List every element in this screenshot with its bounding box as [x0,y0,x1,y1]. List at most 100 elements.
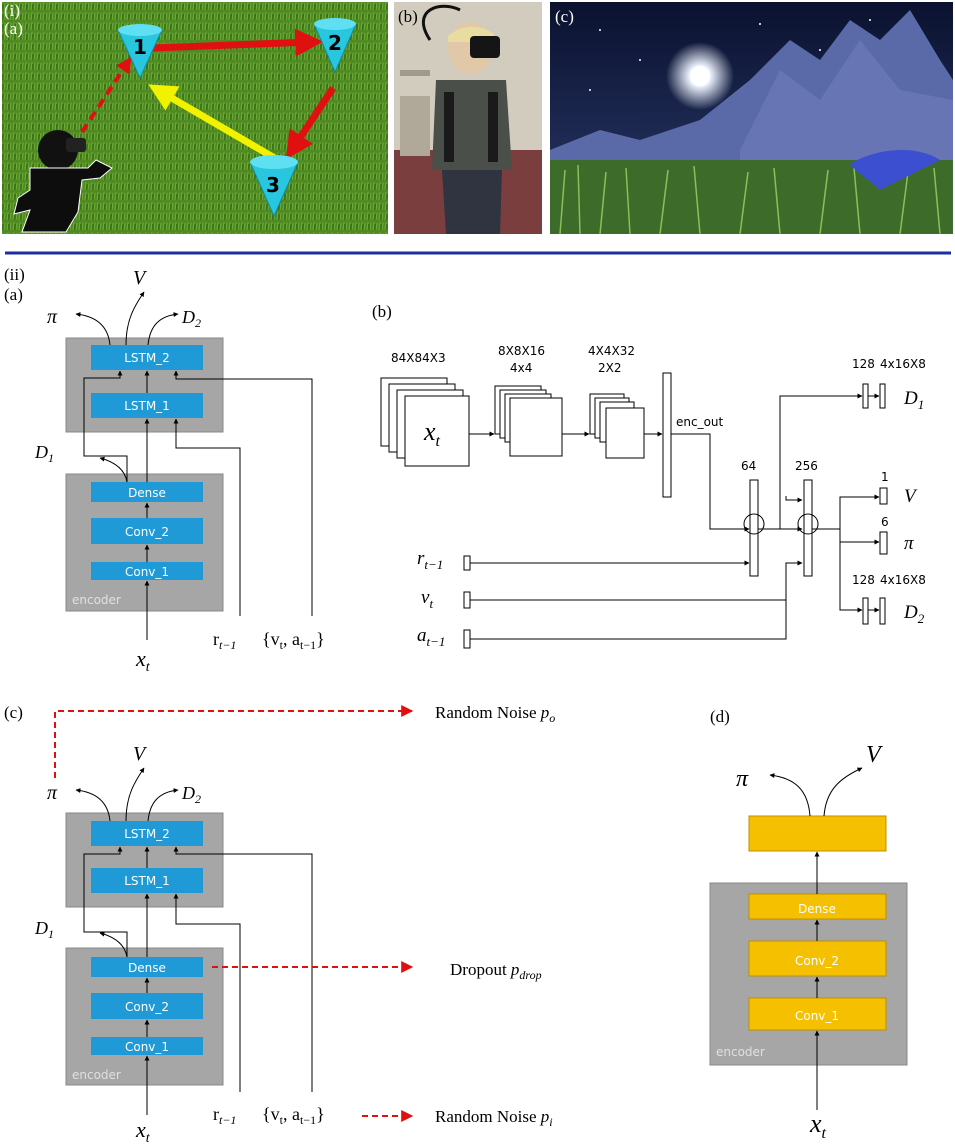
c-arrow-dense-skip [83,846,128,957]
c-lstm-1-label: LSTM_1 [124,874,170,888]
d-input-x: xt [809,1109,827,1142]
d-encoder-label: encoder [716,1045,765,1059]
input-r: rt−1 [213,629,236,652]
c-conv-2-label: Conv_2 [125,1000,169,1014]
encoder-label: encoder [72,593,121,607]
c-dense-block [91,957,203,977]
input-x: xt [135,646,151,675]
arrow-enc-to-lstm256 [785,496,803,503]
c-noise-input-label: Random Noise pi [435,1107,553,1129]
lstm-1-block [91,393,203,418]
input-dim: 84X84X3 [391,351,446,365]
photo-vr-scene: (c) [550,2,953,235]
enc-out-bar [662,372,672,498]
panel-ii-c: (c) LSTM_2 LSTM_1 Dense Conv_2 Conv_1 en… [4,703,555,1144]
d-dense-block [748,893,887,920]
v-label: V [904,486,918,507]
arrow-to-d2 [839,529,863,613]
lstm-256-bar [803,479,813,577]
arrow-lstm2-to-v [125,291,145,346]
c-output-v: V [133,743,148,765]
c-encoder-label: encoder [72,1068,121,1082]
d1-fc-size: 128 [852,357,875,371]
c-arrow-lstm2-to-v [125,767,145,822]
conv-2-block [91,518,203,544]
d1-deconv-bar [879,383,886,409]
lstm-2-label: LSTM_2 [124,351,170,365]
c-arrow-lstm2-to-pi [75,787,111,822]
c-arrow-va-to-lstm2 [173,846,313,1092]
d-arrow-head-to-pi [769,773,811,817]
label-ii-a: (a) [4,285,23,304]
c-output-d1: D1 [34,918,54,941]
a-input-bar [463,629,471,649]
arrow-to-v [812,494,880,530]
label-ii: (ii) [4,265,25,284]
label-i: (i) [4,1,20,20]
conv-1-block [91,562,203,580]
d-head-block [748,815,887,852]
input-x-label: xt [423,417,441,450]
c-conv-1-block [91,1037,203,1055]
pi-size: 6 [881,515,889,529]
arrow-r-to-lstm1 [173,418,241,616]
lstm-2-block [91,345,203,370]
conv2-stack [589,393,645,459]
v-size: 1 [881,470,889,484]
arrow-1-to-2 [151,28,324,57]
d-output-v: V [866,742,883,768]
arrow-v-to-lstm256 [470,560,803,601]
conv1-stack [494,385,563,457]
conv1-kernel: 4x4 [510,361,532,375]
cone-3-label: 3 [266,173,280,197]
arrow-a-to-lstm256 [470,600,787,640]
c-lstm-1-block [91,868,203,893]
person-silhouette [13,130,113,233]
d1-shape: 4x16X8 [880,357,926,371]
r-input-label: rt−1 [417,548,443,572]
arrow-lstm2-to-pi [75,311,111,346]
cone-1-label: 1 [133,35,147,59]
pi-bar [879,531,888,555]
label-i-b: (b) [398,7,418,26]
label-ii-d: (d) [710,707,730,726]
c-conv-2-block [91,993,203,1019]
c-conv-1-label: Conv_1 [125,1040,169,1054]
panel-ii-a: (ii) (a) LSTM_2 LSTM_1 Dense Conv_2 Conv… [4,265,325,675]
label-ii-b: (b) [372,302,392,321]
dense-block [91,482,203,502]
d-arrow-head-to-v [823,767,863,817]
d1-fc-bar [862,383,869,409]
lstm-64-recurrence-icon [743,513,765,535]
d2-shape: 4x16X8 [880,573,926,587]
arrow-2-to-3 [285,86,336,160]
arrow-enc-to-lstm64 [671,433,750,532]
lstm-1-label: LSTM_1 [124,399,170,413]
c-input-x: xt [135,1117,151,1144]
c-arrow-noise-output [54,705,414,778]
d2-label: D2 [903,602,925,626]
conv2-dim: 4X4X32 [588,344,635,358]
c-arrow-dense-to-d1 [99,931,128,958]
d-dense-label: Dense [798,902,836,916]
r-input-bar [463,555,471,571]
d-output-pi: π [736,766,749,792]
enc-out-label: enc_out [676,415,724,429]
lstm-256-label: 256 [795,459,818,473]
arrow-3-to-1 [148,84,280,164]
output-d1: D1 [34,442,54,465]
arrow-va-to-lstm2 [173,370,313,616]
output-v: V [133,267,148,289]
lstm-64-bar [749,479,759,577]
arrow-lstm2-to-d2 [147,312,179,346]
output-pi: π [47,306,58,328]
conv-1-label: Conv_1 [125,565,169,579]
input-stack [380,377,470,467]
cone-2: 2 [313,18,357,74]
photo-vr-user: (b) [394,2,542,234]
d-conv-2-block [748,940,887,977]
c-input-r: rt−1 [213,1104,236,1127]
pi-label: π [904,533,914,554]
cone-3: 3 [249,155,299,218]
